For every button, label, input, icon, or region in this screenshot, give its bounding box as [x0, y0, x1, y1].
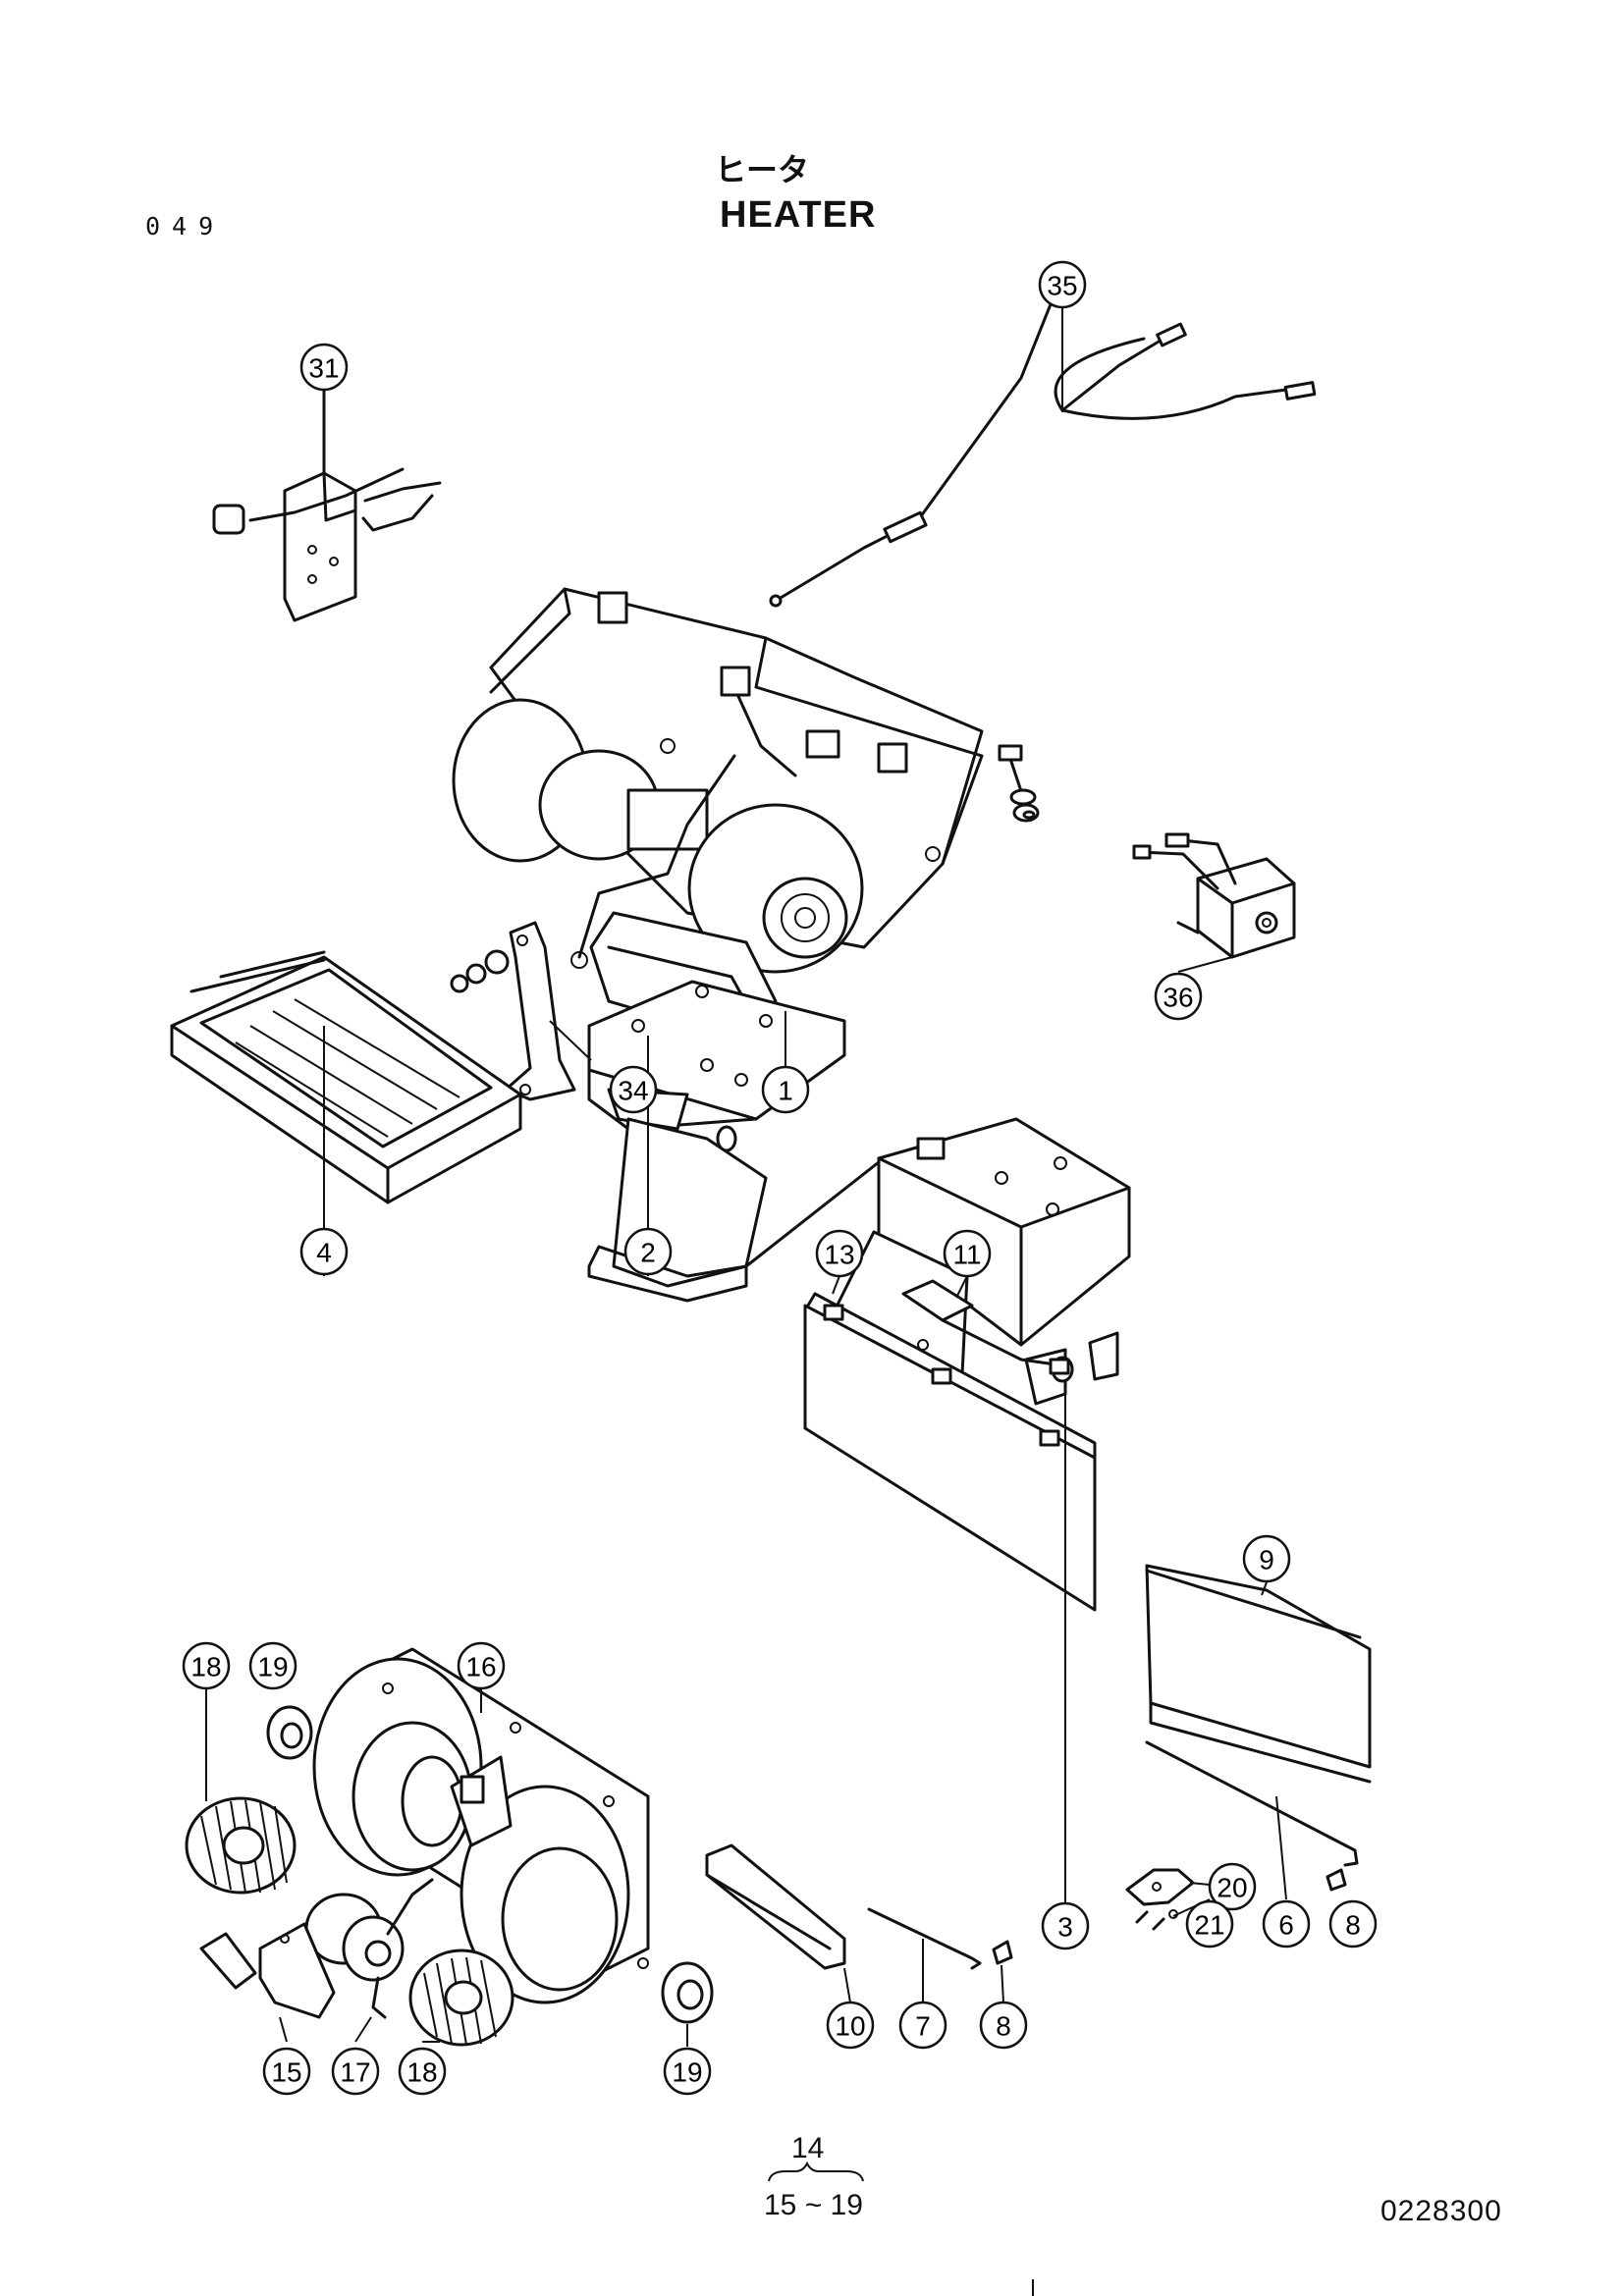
callout-18-top: 18 [182, 1641, 231, 1690]
callout-35: 35 [1038, 260, 1087, 309]
callout-3: 3 [1041, 1901, 1090, 1950]
callout-1: 1 [761, 1065, 810, 1114]
svg-text:18: 18 [190, 1652, 221, 1682]
svg-text:31: 31 [308, 353, 339, 384]
rod-6 [1145, 1740, 1359, 1867]
svg-text:1: 1 [778, 1076, 793, 1106]
callout-9: 9 [1242, 1534, 1291, 1583]
resistor-36 [1132, 832, 1296, 959]
callout-31: 31 [299, 343, 349, 392]
seal-strip-10 [705, 1843, 846, 1970]
screw-21 [1135, 1909, 1178, 1931]
svg-text:19: 19 [672, 2057, 702, 2088]
svg-text:2: 2 [640, 1238, 656, 1268]
bearing-19 [266, 1705, 714, 2024]
blower-wheel-18 [185, 1796, 514, 2047]
svg-text:34: 34 [618, 1076, 648, 1106]
callout-17: 17 [331, 2047, 380, 2096]
callout-2: 2 [623, 1227, 673, 1276]
svg-text:17: 17 [340, 2057, 370, 2088]
callout-8-right: 8 [1328, 1899, 1378, 1949]
callout-36: 36 [1154, 972, 1203, 1021]
page-title: HEATER [720, 194, 877, 236]
svg-text:10: 10 [835, 2011, 865, 2042]
heater-assembly-1 [452, 587, 984, 1038]
callout-15: 15 [262, 2047, 311, 2096]
svg-text:13: 13 [824, 1240, 854, 1270]
reference-brace [768, 2161, 864, 2182]
svg-text:6: 6 [1278, 1910, 1294, 1941]
callout-18-bottom: 18 [398, 2047, 447, 2096]
callout-13: 13 [815, 1229, 864, 1278]
callout-16: 16 [457, 1641, 506, 1690]
svg-text:8: 8 [1345, 1910, 1361, 1941]
svg-text:21: 21 [1194, 1910, 1224, 1941]
callout-21: 21 [1185, 1899, 1234, 1949]
svg-text:19: 19 [257, 1652, 288, 1682]
callout-20: 20 [1208, 1862, 1257, 1911]
page-number: 049 [145, 212, 226, 240]
drawing-code: 0228300 [1380, 2195, 1502, 2227]
svg-text:15: 15 [271, 2057, 301, 2088]
blower-housing-16 [312, 1647, 650, 2004]
title-japanese: ヒータ [715, 152, 810, 187]
callout-8-mid: 8 [979, 2001, 1028, 2050]
filter-panel-9 [1145, 1564, 1372, 1784]
wire-harness-35 [769, 273, 1317, 608]
rod-7 [867, 1907, 982, 1970]
callout-34: 34 [609, 1065, 658, 1114]
lever-20 [1125, 1868, 1195, 1906]
svg-text:16: 16 [465, 1652, 496, 1682]
callout-6: 6 [1262, 1899, 1311, 1949]
switch-11 [901, 1279, 1070, 1375]
svg-text:8: 8 [996, 2011, 1011, 2042]
bracket-34 [450, 921, 576, 1101]
svg-text:18: 18 [406, 2057, 437, 2088]
svg-text:36: 36 [1163, 983, 1193, 1013]
callout-11: 11 [943, 1229, 992, 1278]
callout-19-top: 19 [248, 1641, 298, 1690]
svg-text:11: 11 [952, 1240, 981, 1270]
svg-text:35: 35 [1047, 271, 1077, 301]
svg-text:9: 9 [1259, 1545, 1274, 1575]
svg-text:20: 20 [1217, 1873, 1247, 1903]
reference-page-top: 14 [791, 2132, 825, 2164]
svg-text:4: 4 [316, 1238, 332, 1268]
reference-page-range: 15 ~ 19 [764, 2189, 863, 2221]
svg-text:3: 3 [1057, 1912, 1073, 1943]
callout-10: 10 [826, 2001, 875, 2050]
cap-8 [992, 1868, 1347, 1965]
svg-text:7: 7 [915, 2011, 931, 2042]
cover-plate-13 [803, 1292, 1097, 1612]
bolt-washer-set [998, 744, 1040, 823]
switch-bracket-31 [212, 371, 442, 622]
heater-core-4 [170, 950, 522, 1204]
callout-19-bottom: 19 [663, 2047, 712, 2096]
motor-clamp-15 [199, 1922, 336, 2019]
callout-7: 7 [898, 2001, 947, 2050]
callout-4: 4 [299, 1227, 349, 1276]
blower-motor-17 [304, 1878, 434, 2019]
